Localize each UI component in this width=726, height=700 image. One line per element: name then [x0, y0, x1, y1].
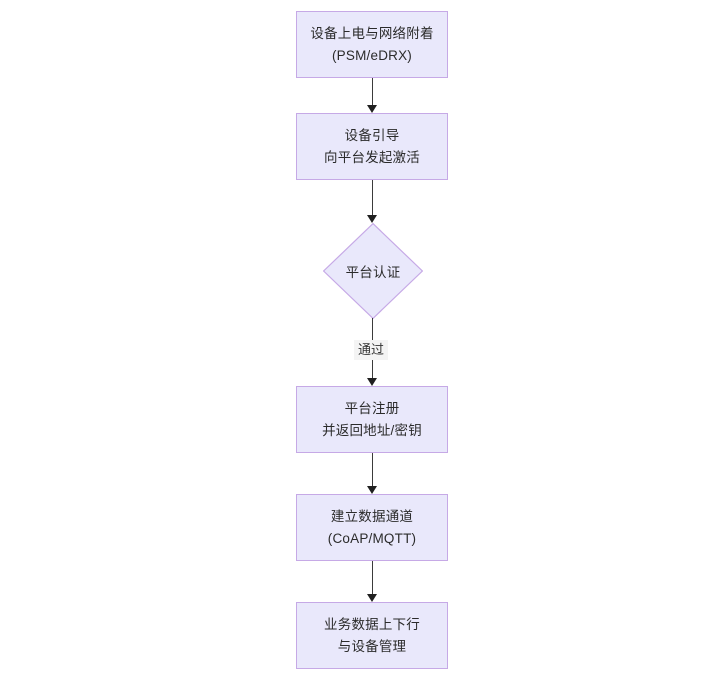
flow-edge-data-channel-to-business [367, 561, 377, 602]
flow-node-platform-auth[interactable]: 平台认证 [323, 223, 423, 319]
flow-edge-line [372, 180, 373, 215]
arrow-head-icon [367, 378, 377, 386]
flow-node-power-on[interactable]: 设备上电与网络附着 (PSM/eDRX) [296, 11, 448, 78]
flow-edge-bootstrap-to-platform-auth [367, 180, 377, 223]
flow-node-business-data-line-1: 业务数据上下行 [324, 616, 420, 632]
arrow-head-icon [367, 215, 377, 223]
flow-node-business-data[interactable]: 业务数据上下行 与设备管理 [296, 602, 448, 669]
diamond-shape-icon [323, 223, 423, 319]
flow-node-power-on-line-2: (PSM/eDRX) [331, 47, 412, 63]
arrow-head-icon [367, 105, 377, 113]
flow-node-platform-auth-label: 平台认证 [345, 265, 401, 280]
flow-node-data-channel[interactable]: 建立数据通道 (CoAP/MQTT) [296, 494, 448, 561]
flow-node-bootstrap[interactable]: 设备引导 向平台发起激活 [296, 113, 448, 180]
arrow-head-icon [367, 486, 377, 494]
arrow-head-icon [367, 594, 377, 602]
flow-node-power-on-line-1: 设备上电与网络附着 [310, 25, 434, 41]
flow-node-business-data-line-2: 与设备管理 [337, 638, 407, 654]
flow-node-platform-register-line-2: 并返回地址/密钥 [322, 422, 422, 438]
flow-node-bootstrap-line-2: 向平台发起激活 [324, 149, 420, 165]
flow-edge-line [372, 453, 373, 486]
flow-edge-power-on-to-bootstrap [367, 78, 377, 113]
flow-edge-register-to-data-channel [367, 453, 377, 494]
flow-node-data-channel-line-2: (CoAP/MQTT) [327, 530, 417, 546]
flow-node-data-channel-line-1: 建立数据通道 [330, 508, 414, 524]
flow-edge-line [372, 561, 373, 594]
flow-node-platform-register[interactable]: 平台注册 并返回地址/密钥 [296, 386, 448, 453]
flow-node-bootstrap-line-1: 设备引导 [344, 127, 400, 143]
flow-edge-line [372, 78, 373, 105]
flow-node-platform-register-line-1: 平台注册 [344, 400, 400, 416]
flow-edge-label-pass: 通过 [354, 340, 389, 360]
